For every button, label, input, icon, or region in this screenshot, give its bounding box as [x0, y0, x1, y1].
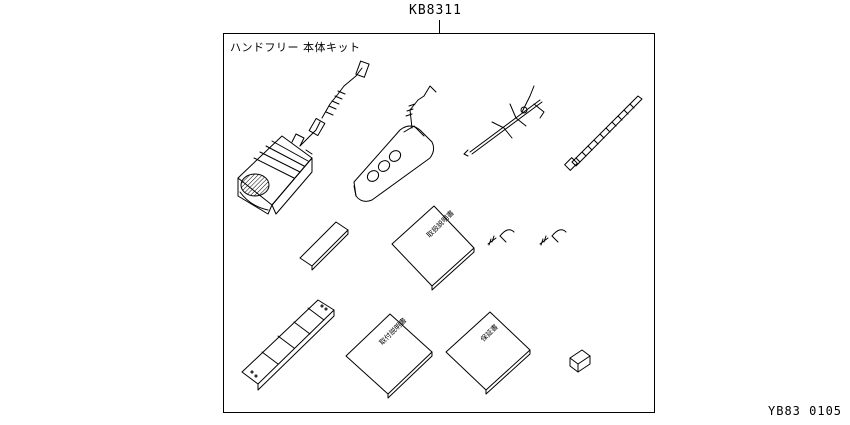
part-number-label: KB8311 [409, 3, 462, 18]
main-unit-part [237, 60, 370, 215]
cable-tie-part [564, 95, 643, 171]
microphone-clip-part [463, 85, 545, 157]
warranty-card-part: 保証書 [445, 311, 531, 395]
spacer-part [569, 349, 591, 373]
instruction-manual-part: 取扱説明書 [391, 205, 475, 291]
mounting-bracket-part [241, 299, 335, 391]
kit-frame [223, 33, 655, 413]
screw-2-part [539, 229, 567, 246]
kit-title: ハンドフリー 本体キット [230, 41, 361, 54]
screw-1-part [487, 229, 515, 246]
leader-line [439, 20, 440, 33]
adhesive-pad-part [299, 221, 349, 271]
remote-control-part [353, 85, 437, 202]
installation-manual-part: 取付説明書 [345, 313, 433, 399]
figure-code: YB83 0105 [768, 404, 843, 418]
